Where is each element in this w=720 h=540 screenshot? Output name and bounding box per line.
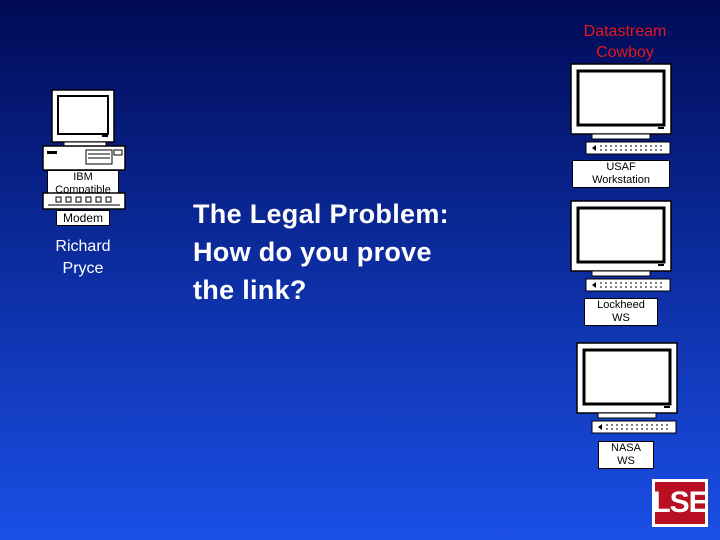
slide-headline: The Legal Problem: How do you prove the … [193, 195, 533, 309]
hacker-label-line-1: Datastream [583, 23, 667, 40]
victim-name-line-1: Richard [55, 238, 111, 255]
ibm-computer-icon [42, 89, 126, 171]
headline-line-2: How do you prove [193, 237, 432, 267]
hacker-label: Datastream Cowboy [566, 21, 684, 63]
usaf-workstation-label: USAF Workstation [572, 160, 670, 188]
lse-logo: LSE [652, 479, 709, 527]
modem-label: Modem [56, 210, 110, 226]
usaf-workstation-icon [570, 63, 672, 155]
nasa-workstation-icon [576, 342, 678, 434]
headline-line-1: The Legal Problem: [193, 199, 449, 229]
lse-logo-text: LSE [652, 482, 709, 524]
nasa-workstation-label: NASA WS [598, 441, 654, 469]
lockheed-workstation-icon [570, 200, 672, 292]
lockheed-workstation-label: Lockheed WS [584, 298, 658, 326]
victim-name: Richard Pryce [38, 236, 128, 280]
modem-icon [42, 192, 126, 210]
headline-line-3: the link? [193, 275, 307, 305]
victim-name-line-2: Pryce [62, 260, 104, 277]
hacker-label-line-2: Cowboy [596, 44, 654, 61]
